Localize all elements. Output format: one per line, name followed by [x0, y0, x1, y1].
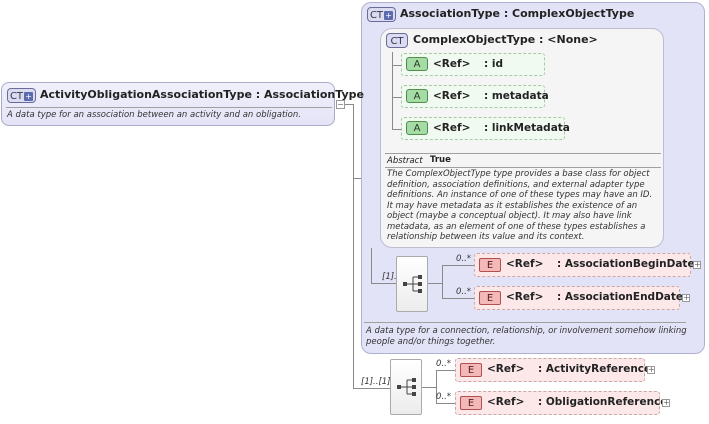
plus-icon: +	[24, 91, 34, 101]
attribute-connector	[392, 97, 402, 98]
association-type-title: AssociationType : ComplexObjectType	[400, 7, 635, 20]
connector	[353, 388, 391, 389]
element-association-begin-date[interactable]: E <Ref> : AssociationBeginDate	[474, 253, 695, 277]
connector	[436, 370, 455, 371]
connector	[442, 298, 474, 299]
attribute-icon: A	[406, 121, 428, 135]
connector	[371, 283, 397, 284]
attribute-ref: <Ref>	[433, 122, 471, 134]
element-multiplicity: 0..*	[456, 287, 472, 297]
abstract-value: True	[430, 155, 451, 165]
root-type-title: ActivityObligationAssociationType : Asso…	[40, 88, 364, 101]
connector	[442, 265, 443, 299]
divider	[6, 107, 332, 108]
expand-icon[interactable]: +	[693, 260, 701, 269]
complex-object-type-title: ComplexObjectType : <None>	[413, 33, 598, 46]
attribute-connector	[392, 52, 393, 130]
element-name: : AssociationEndDate	[557, 291, 684, 303]
element-name: : ObligationReference	[538, 396, 668, 408]
attribute-connector	[392, 65, 402, 66]
element-icon: E	[460, 363, 482, 377]
attribute-ref: <Ref>	[433, 90, 471, 102]
element-name: : ActivityReference	[538, 363, 652, 375]
complex-type-icon: CT+	[7, 88, 36, 103]
element-obligation-reference[interactable]: E <Ref> : ObligationReference	[455, 391, 667, 415]
connector	[442, 265, 474, 266]
attribute-name: : id	[484, 58, 503, 70]
abstract-label: Abstract	[387, 156, 423, 166]
attribute-ref: <Ref>	[433, 58, 471, 70]
element-ref: <Ref>	[506, 291, 544, 303]
connector	[353, 104, 354, 389]
sequence-compositor[interactable]	[396, 256, 428, 312]
connector	[436, 370, 437, 404]
element-name: : AssociationBeginDate	[557, 258, 695, 270]
expand-icon[interactable]: +	[682, 293, 690, 302]
element-association-end-date[interactable]: E <Ref> : AssociationEndDate	[474, 286, 684, 310]
element-icon: E	[479, 258, 501, 272]
complex-type-icon: CT+	[367, 7, 396, 22]
element-multiplicity: 0..*	[436, 359, 452, 369]
connector	[436, 403, 455, 404]
element-multiplicity: 0..*	[436, 392, 452, 402]
attribute-icon: A	[406, 57, 428, 71]
attribute-connector	[392, 129, 402, 130]
collapse-toggle-icon[interactable]: −	[336, 100, 345, 109]
attribute-link-metadata[interactable]: A <Ref> : linkMetadata	[401, 117, 570, 140]
plus-icon: +	[384, 10, 394, 20]
complex-object-type-description: The ComplexObjectType type provides a ba…	[387, 169, 653, 242]
complex-type-icon: CT	[386, 33, 408, 48]
expand-icon[interactable]: +	[662, 398, 670, 407]
attribute-metadata[interactable]: A <Ref> : metadata	[401, 85, 549, 108]
root-type-description: A data type for an association between a…	[7, 110, 301, 120]
element-multiplicity: 0..*	[456, 254, 472, 264]
attribute-name: : linkMetadata	[484, 122, 570, 134]
divider	[385, 153, 661, 154]
element-ref: <Ref>	[506, 258, 544, 270]
connector	[422, 387, 436, 388]
attribute-id[interactable]: A <Ref> : id	[401, 53, 545, 76]
sequence-icon	[403, 275, 422, 293]
sequence-icon	[397, 378, 416, 396]
sequence-compositor[interactable]	[390, 359, 422, 415]
connector	[353, 178, 361, 179]
element-icon: E	[460, 396, 482, 410]
connector	[345, 104, 354, 105]
expand-icon[interactable]: +	[647, 365, 655, 374]
attribute-name: : metadata	[484, 90, 549, 102]
connector	[428, 283, 442, 284]
element-ref: <Ref>	[487, 363, 525, 375]
divider	[385, 167, 661, 168]
attribute-icon: A	[406, 89, 428, 103]
sequence-multiplicity: [1]..[1]	[361, 377, 391, 387]
connector	[371, 248, 372, 284]
association-type-description: A data type for a connection, relationsh…	[366, 326, 687, 347]
element-activity-reference[interactable]: E <Ref> : ActivityReference	[455, 358, 651, 382]
divider	[364, 322, 686, 323]
root-type-box: CT+ ActivityObligationAssociationType : …	[1, 82, 364, 126]
element-ref: <Ref>	[487, 396, 525, 408]
element-icon: E	[479, 291, 501, 305]
